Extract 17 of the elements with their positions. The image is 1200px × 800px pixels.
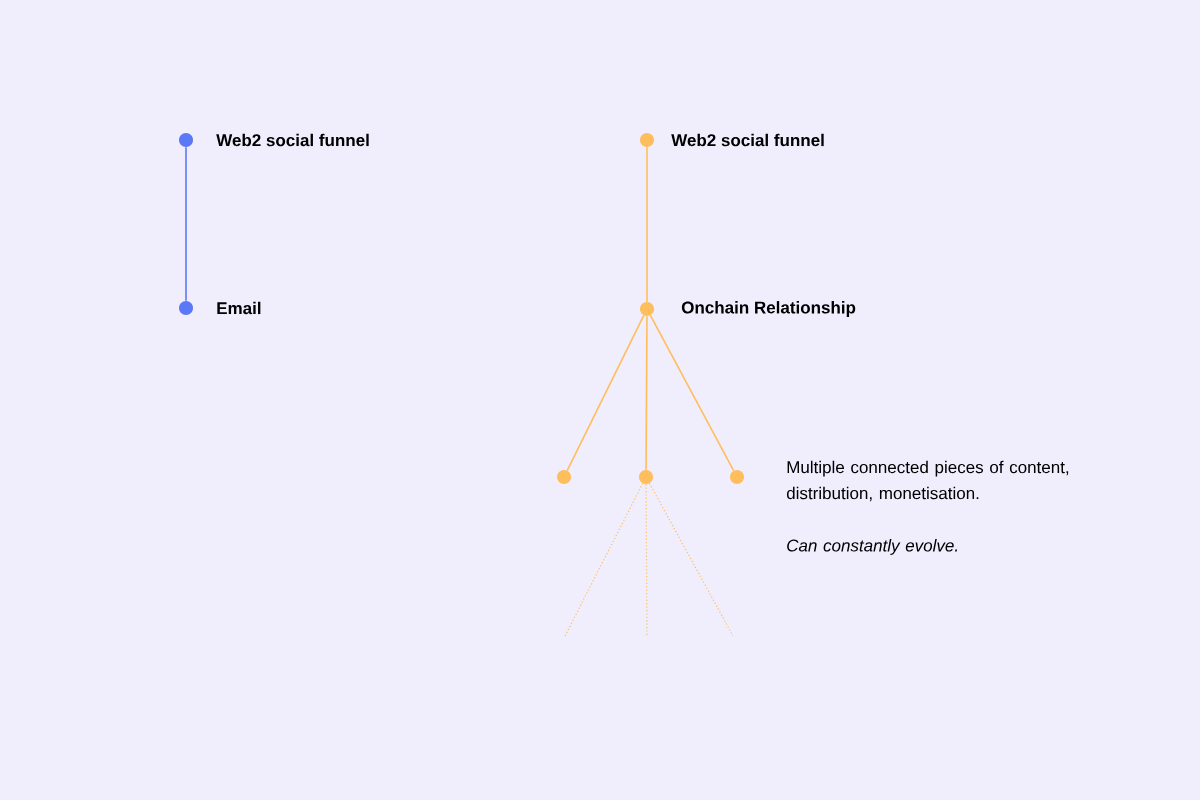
- note-text: Multiple connected pieces of content, distribution, monetisation.: [786, 460, 1069, 502]
- connector-line: [646, 146, 648, 303]
- node-label: Email: [217, 301, 261, 315]
- connector-line: [566, 314, 645, 472]
- node-label: Web2 social funnel: [216, 133, 369, 147]
- connector-line: [564, 482, 644, 637]
- dot: [557, 470, 571, 484]
- connector-line: [185, 146, 187, 302]
- connector-line: [649, 314, 735, 472]
- node-label: Onchain Relationship: [681, 301, 856, 317]
- connector-line: [645, 315, 648, 471]
- note-text: Can constantly evolve.: [787, 539, 957, 555]
- dot: [639, 470, 653, 484]
- connector-line: [645, 483, 648, 637]
- connector-line: [648, 482, 734, 637]
- node-label: Web2 social funnel: [671, 133, 824, 147]
- dot: [730, 470, 744, 484]
